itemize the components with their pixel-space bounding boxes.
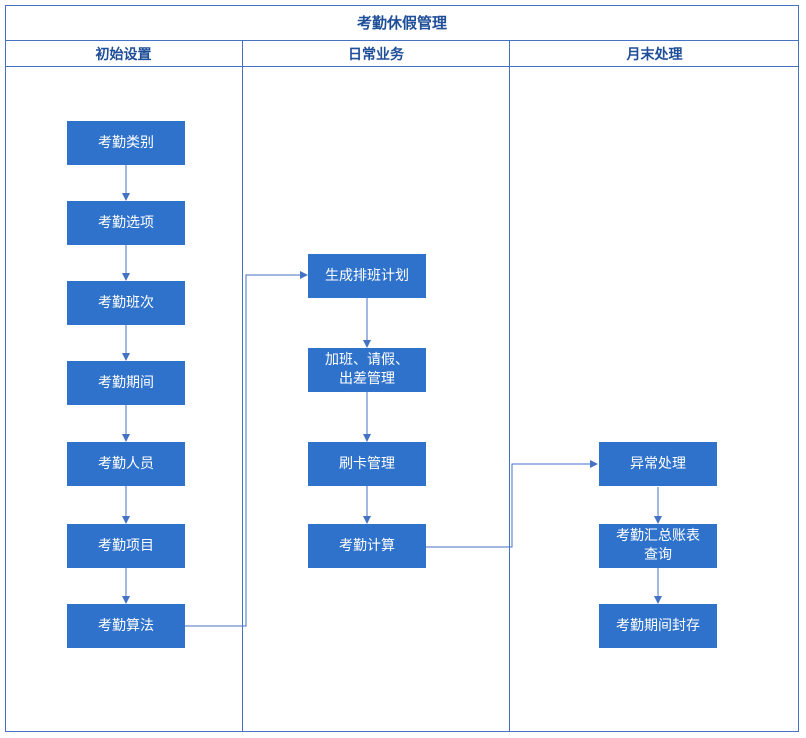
step-card-swipe[interactable]: 刷卡管理 — [308, 442, 426, 486]
lane-header-row — [5, 41, 799, 67]
step-period-close[interactable]: 考勤期间封存 — [599, 604, 717, 648]
step-attendance-items[interactable]: 考勤项目 — [67, 524, 185, 568]
step-summary-report-query[interactable]: 考勤汇总账表 查询 — [599, 524, 717, 568]
step-attendance-personnel[interactable]: 考勤人员 — [67, 442, 185, 486]
lane-header-daily: 日常业务 — [348, 47, 404, 63]
step-attendance-calculation[interactable]: 考勤计算 — [308, 524, 426, 568]
diagram-frame — [5, 5, 799, 732]
step-attendance-category[interactable]: 考勤类别 — [67, 121, 185, 165]
lane-header-setup: 初始设置 — [95, 47, 152, 63]
diagram-title: 考勤休假管理 — [5, 5, 799, 41]
lane-header-month-end: 月末处理 — [626, 47, 683, 63]
step-attendance-period[interactable]: 考勤期间 — [67, 361, 185, 405]
lane-divider-2 — [509, 41, 510, 732]
step-generate-schedule[interactable]: 生成排班计划 — [308, 254, 426, 298]
step-exception-handling[interactable]: 异常处理 — [599, 442, 717, 486]
step-attendance-algorithm[interactable]: 考勤算法 — [67, 604, 185, 648]
step-overtime-leave-travel[interactable]: 加班、请假、 出差管理 — [308, 348, 426, 392]
step-attendance-shift[interactable]: 考勤班次 — [67, 281, 185, 325]
lane-divider-1 — [242, 41, 243, 732]
step-attendance-options[interactable]: 考勤选项 — [67, 201, 185, 245]
